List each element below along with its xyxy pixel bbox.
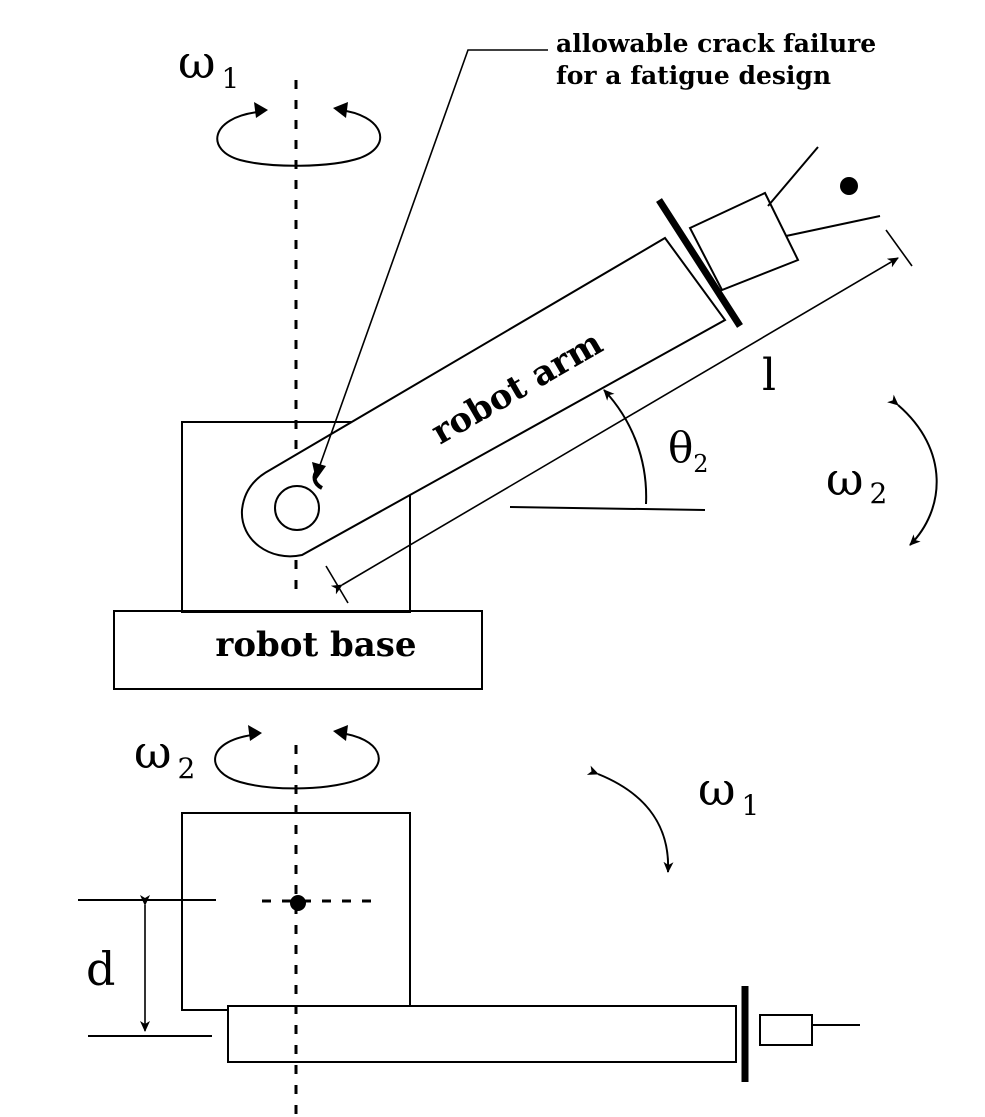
pivot-center-dot: [290, 895, 306, 911]
robot-base-label: robot base: [215, 625, 416, 665]
robot-base-block: [113, 610, 483, 690]
theta2-symbol: θ2: [668, 423, 709, 478]
rotation-arrow-omega2-top-view: [214, 725, 380, 790]
length-dimension: [325, 229, 913, 604]
rotation-arrow-omega1-top: [216, 102, 382, 167]
arm-pivot-joint: [274, 485, 320, 531]
annotation-line1: allowable crack failure: [556, 29, 876, 58]
length-label: l: [762, 350, 776, 401]
end-effector-bottom: [759, 1014, 813, 1046]
target-point: [840, 177, 858, 195]
angle-theta2: [509, 389, 706, 511]
annotation-line2: for a fatigue design: [556, 61, 831, 90]
arm-plan-view: [227, 1005, 737, 1063]
end-effector-top: [688, 146, 881, 292]
rotation-arrow-omega1-bottom: [586, 765, 674, 873]
tower-plan-view: [181, 812, 411, 1011]
rotation-arrow-omega2-side: [887, 394, 938, 546]
distance-label: d: [86, 942, 115, 996]
crack-annotation-leader: [312, 49, 548, 480]
offset-dimension: [78, 895, 216, 1037]
